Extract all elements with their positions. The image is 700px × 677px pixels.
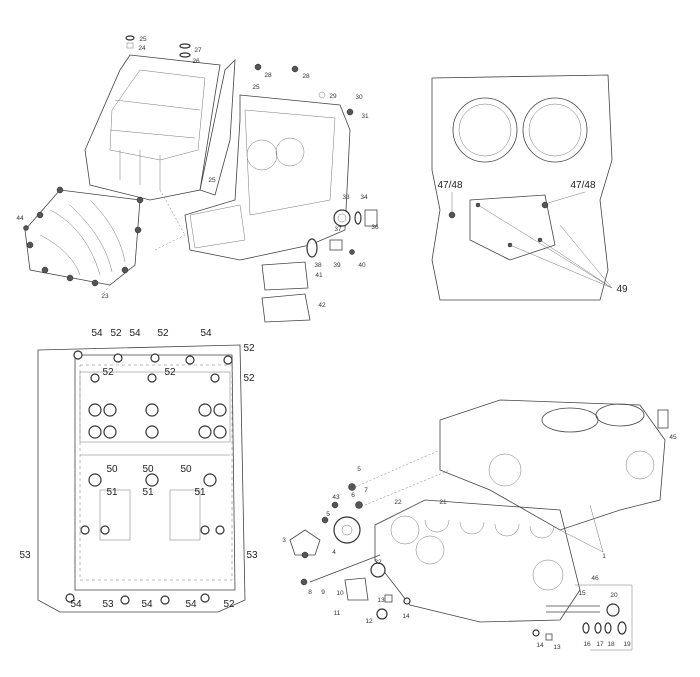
callout-label: 52: [243, 343, 255, 354]
callout-label: 54: [141, 599, 153, 610]
callout-label: 38: [314, 261, 322, 269]
callout-label: 11: [333, 609, 341, 617]
callout-label: 8: [308, 588, 312, 596]
callout-label: 43: [332, 493, 340, 501]
callout-label: 52: [102, 367, 114, 378]
callout-label: 25: [208, 176, 216, 184]
callout-label: 52: [243, 373, 255, 384]
callout-label: 19: [623, 640, 631, 648]
callout-label: 5: [357, 465, 361, 473]
callout-label: 31: [361, 112, 369, 120]
callout-label: 1: [602, 552, 606, 560]
callout-label: 17: [596, 640, 604, 648]
callout-label: 52: [223, 599, 235, 610]
callout-label: 41: [315, 271, 323, 279]
callout-label: 54: [91, 328, 103, 339]
callout-label: 34: [360, 193, 368, 201]
callout-label: 54: [70, 599, 82, 610]
crankcase-top-view: [431, 74, 613, 301]
small-parts-top: [125, 35, 378, 323]
callout-label: 13: [553, 643, 561, 651]
callout-label: 51: [194, 487, 206, 498]
callout-label: 36: [371, 223, 379, 231]
callout-label: 39: [333, 261, 341, 269]
callout-label: 50: [142, 464, 154, 475]
callout-label: 45: [669, 433, 677, 441]
callout-label: 51: [142, 487, 154, 498]
callout-label: 7: [364, 486, 368, 494]
callout-label: 26: [192, 57, 200, 65]
callout-label: 44: [16, 214, 24, 222]
callout-label: 6: [351, 491, 355, 499]
crankcase-bottom-view: [37, 344, 246, 613]
callout-label: 53: [102, 599, 114, 610]
callout-label: 54: [200, 328, 212, 339]
callout-label: 42: [318, 301, 326, 309]
callout-label: 54: [129, 328, 141, 339]
callout-label: 10: [336, 589, 344, 597]
callout-label: 46: [591, 574, 599, 582]
callout-label: 54: [185, 599, 197, 610]
callout-label: 32: [374, 558, 382, 566]
callout-label: 13: [377, 596, 385, 604]
lower-block: [374, 499, 581, 623]
callout-label: 53: [19, 550, 31, 561]
callout-label: 37: [334, 225, 342, 233]
callout-label: 24: [138, 44, 146, 52]
callout-label: 29: [329, 92, 337, 100]
callout-label: 50: [106, 464, 118, 475]
part-45: [657, 409, 669, 429]
bolt-44: [23, 225, 29, 231]
oil-pan: [24, 186, 144, 294]
callout-label: 3: [282, 536, 286, 544]
callout-label: 40: [358, 261, 366, 269]
callout-label: 16: [583, 640, 591, 648]
callout-label: 12: [365, 617, 373, 625]
cylinder-block: [439, 399, 666, 531]
callout-label: 28: [264, 71, 272, 79]
callout-label: 52: [164, 367, 176, 378]
upper-crankcase-half: [84, 54, 236, 201]
callout-label: 47/48: [437, 180, 463, 191]
callout-label: 9: [321, 588, 325, 596]
callout-label: 14: [536, 641, 544, 649]
callout-label: 28: [302, 72, 310, 80]
callout-label: 5: [326, 510, 330, 518]
callout-label: 27: [194, 46, 202, 54]
callout-label: 25: [139, 35, 147, 43]
callout-label: 21: [439, 498, 447, 506]
callout-label: 18: [607, 640, 615, 648]
callout-label: 30: [355, 93, 363, 101]
callout-label: 52: [110, 328, 122, 339]
callout-label: 52: [157, 328, 169, 339]
callout-label: 23: [101, 292, 109, 300]
callout-label: 15: [578, 589, 586, 597]
callout-label: 49: [616, 284, 628, 295]
callout-label: 51: [106, 487, 118, 498]
callout-label: 22: [394, 498, 402, 506]
callout-label: 33: [342, 193, 350, 201]
small-parts-bottom-right: [289, 449, 633, 651]
callout-label: 50: [180, 464, 192, 475]
lower-crankcase-half: [184, 94, 351, 261]
callout-label: 14: [402, 612, 410, 620]
callout-label: 20: [610, 591, 618, 599]
callout-label: 25: [252, 83, 260, 91]
callout-label: 4: [332, 548, 336, 556]
callout-label: 53: [246, 550, 258, 561]
callout-label: 47/48: [570, 180, 596, 191]
